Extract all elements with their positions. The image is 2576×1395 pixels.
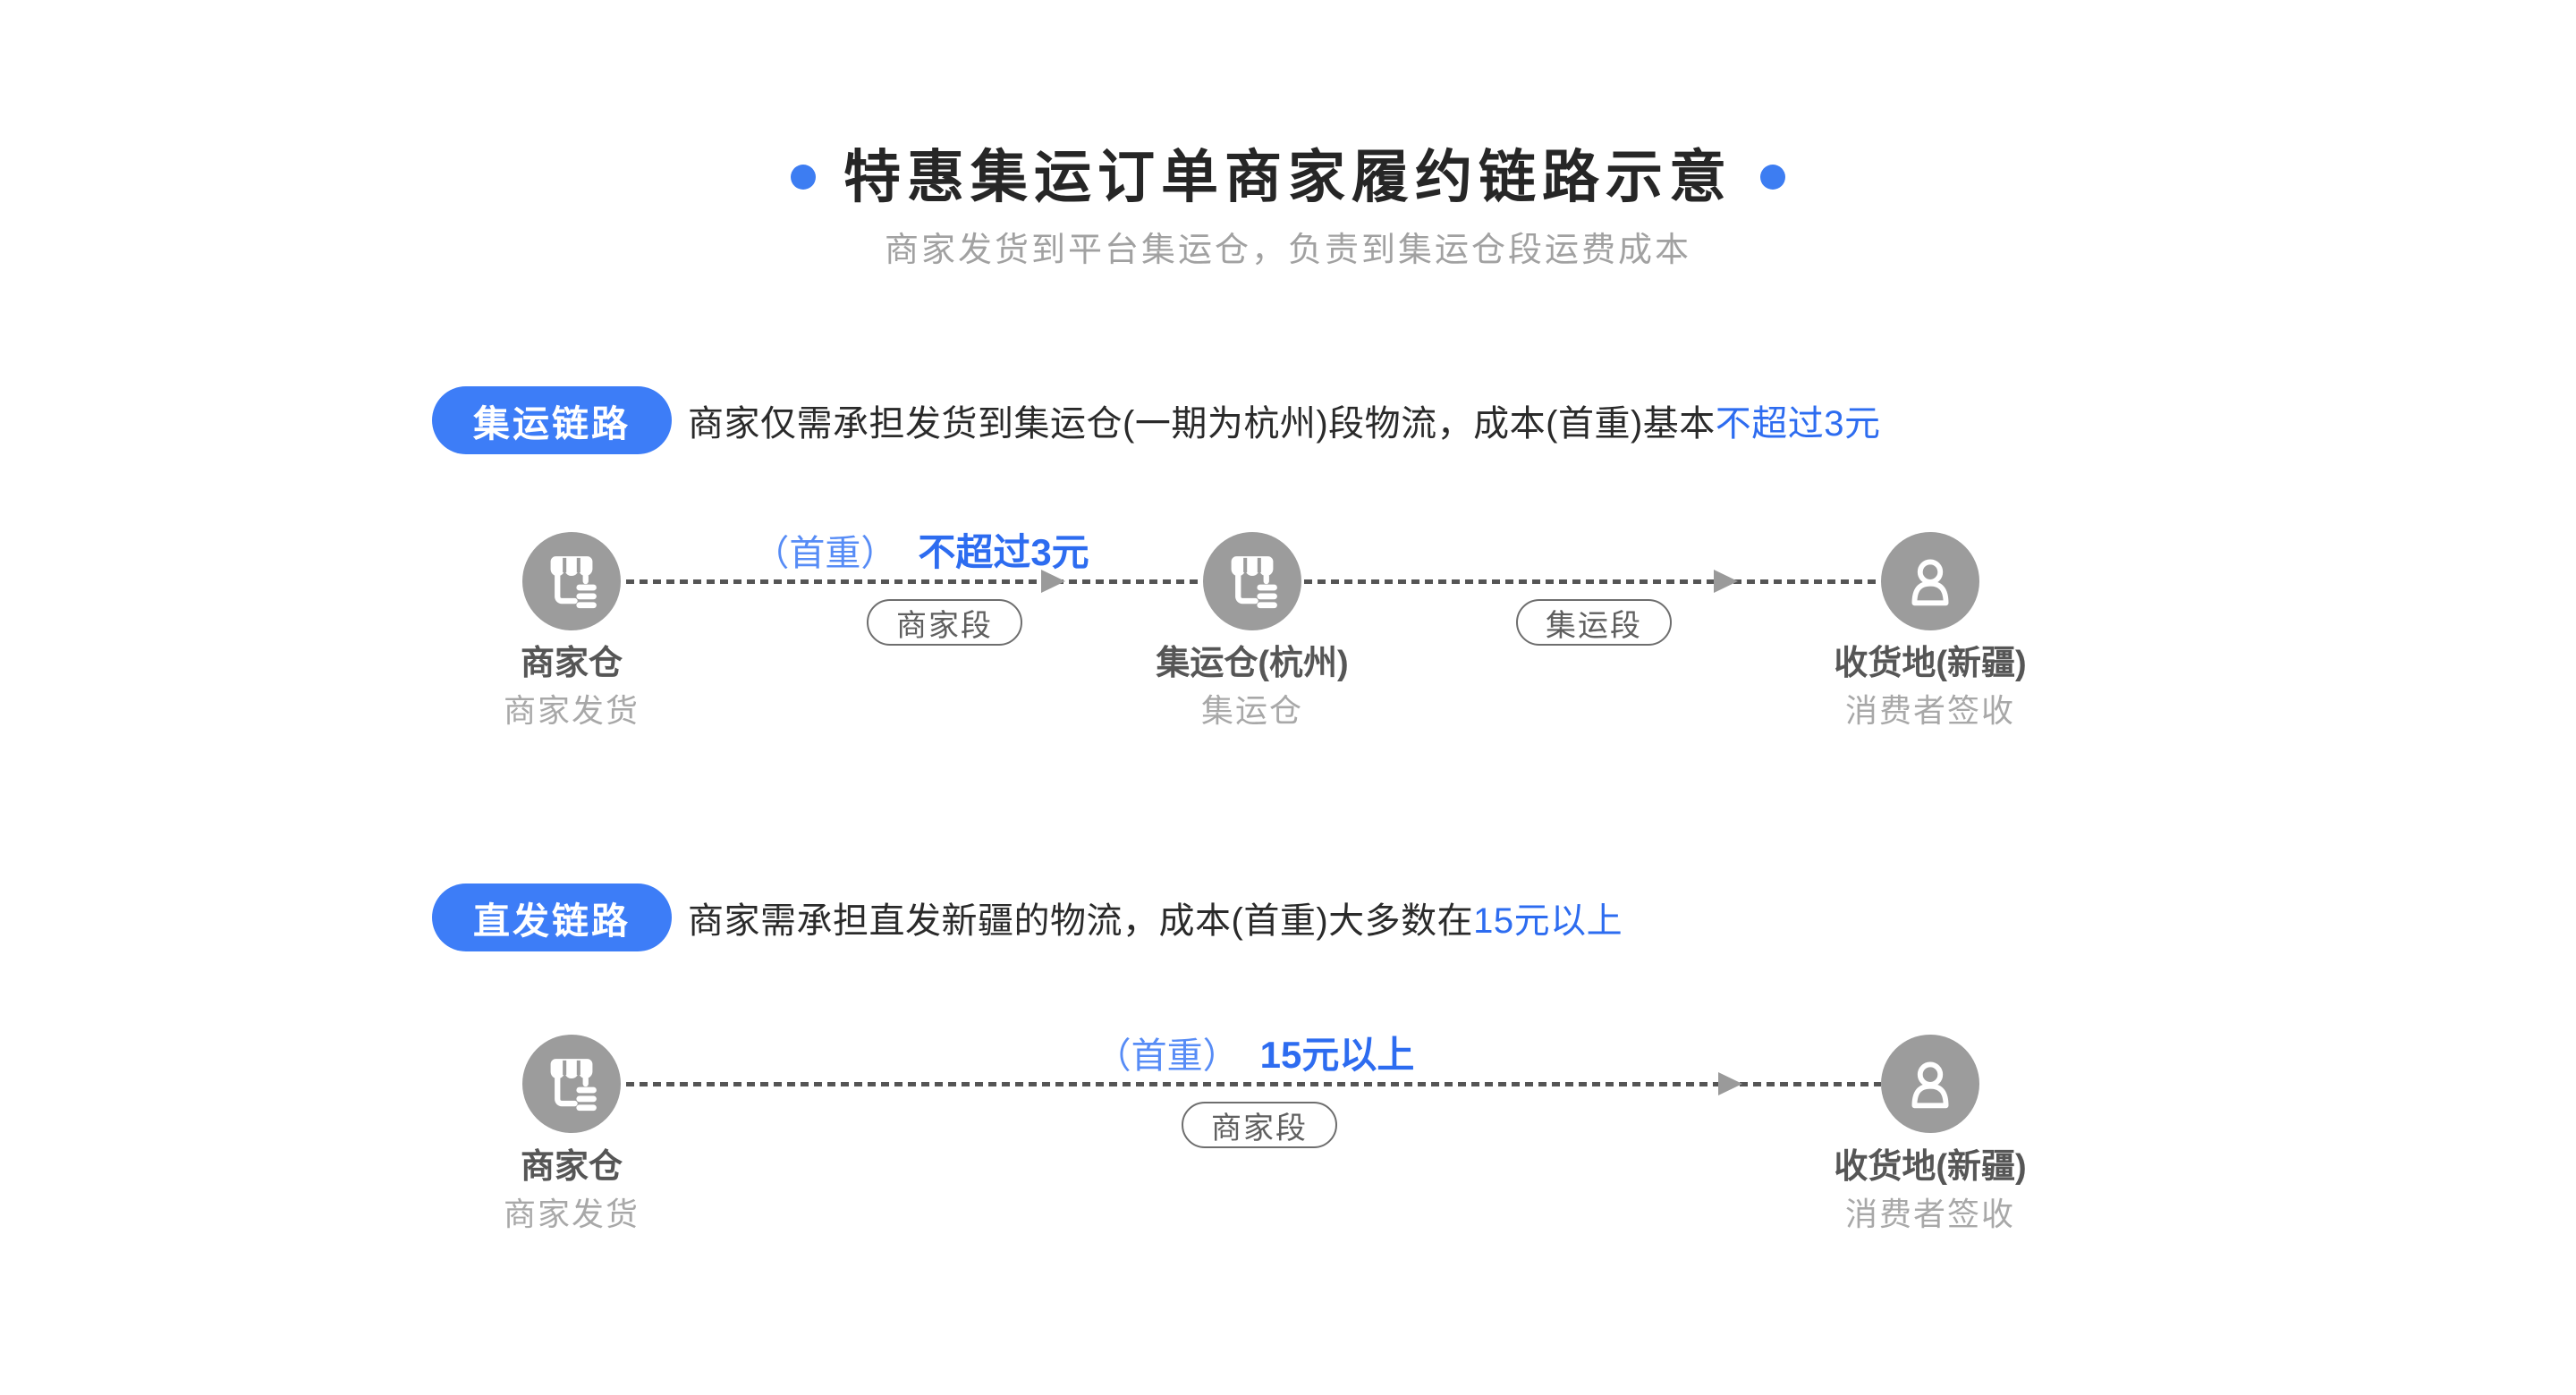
flow1-node-consolidation-warehouse [1203, 532, 1301, 630]
flow2-dashed-line-merchant-segment [626, 1082, 1881, 1086]
flow2-arrowhead-icon [1718, 1072, 1742, 1095]
page-title: 特惠集运订单商家履约链路示意 [843, 145, 1733, 209]
segment-tag-consolidation: 集运段 [1516, 599, 1672, 646]
storefront-icon [1220, 549, 1284, 613]
flow1-node-merchant-warehouse [522, 532, 621, 630]
page-subtitle: 商家发货到平台集运仓，负责到集运仓段运费成本 [884, 232, 1691, 269]
flow1-arrowhead-icon-1 [1041, 570, 1065, 593]
node-title: 收货地(新疆) [1834, 645, 2027, 682]
flow1-dashed-line-merchant-segment [626, 579, 1201, 584]
node-title: 收货地(新疆) [1834, 1148, 2027, 1186]
price-prefix: （首重） [1095, 1036, 1239, 1076]
section-desc-highlight: 15元以上 [1473, 901, 1623, 941]
flow1-node-destination [1881, 532, 1979, 630]
section-desc-highlight: 不超过3元 [1715, 404, 1881, 444]
title-dot-left-icon [791, 165, 816, 190]
node-subtitle: 集运仓 [1200, 692, 1304, 729]
price-prefix: （首重） [753, 534, 897, 573]
price-value: 15元以上 [1259, 1034, 1415, 1076]
node-subtitle: 消费者签收 [1844, 1196, 2016, 1232]
flow1-price-label: （首重） 不超过3元 [753, 522, 1089, 577]
node-title: 商家仓 [520, 1148, 623, 1186]
node-subtitle: 消费者签收 [1844, 692, 2016, 729]
section-consolidated-head: 集运链路 商家仅需承担发货到集运仓(一期为杭州)段物流，成本(首重)基本不超过3… [432, 386, 1881, 454]
flow2-node-destination [1881, 1035, 1979, 1133]
section-desc: 商家需承担直发新疆的物流，成本(首重)大多数在15元以上 [688, 892, 1623, 943]
page-title-row: 特惠集运订单商家履约链路示意 [0, 145, 2576, 209]
section-desc-plain: 商家仅需承担发货到集运仓(一期为杭州)段物流，成本(首重)基本 [688, 404, 1716, 444]
person-icon [1898, 1052, 1962, 1116]
node-title: 商家仓 [520, 645, 623, 682]
section-badge: 集运链路 [432, 386, 672, 454]
storefront-icon [539, 549, 604, 613]
node-subtitle: 商家发货 [503, 692, 640, 729]
flow1-arrowhead-icon-2 [1714, 570, 1738, 593]
node-subtitle: 商家发货 [503, 1196, 640, 1232]
section-desc: 商家仅需承担发货到集运仓(一期为杭州)段物流，成本(首重)基本不超过3元 [688, 394, 1881, 446]
segment-tag-merchant: 商家段 [867, 599, 1022, 646]
section-direct-head: 直发链路 商家需承担直发新疆的物流，成本(首重)大多数在15元以上 [432, 884, 1623, 951]
title-dot-right-icon [1760, 165, 1785, 190]
section-desc-plain: 商家需承担直发新疆的物流，成本(首重)大多数在 [688, 901, 1474, 941]
flow2-node-merchant-warehouse [522, 1035, 621, 1133]
person-icon [1898, 549, 1962, 613]
price-value: 不超过3元 [918, 531, 1089, 573]
flow2-price-label: （首重） 15元以上 [1096, 1025, 1415, 1079]
section-badge: 直发链路 [432, 884, 672, 951]
segment-tag-merchant: 商家段 [1182, 1102, 1337, 1148]
node-title: 集运仓(杭州) [1156, 645, 1349, 682]
storefront-icon [539, 1052, 604, 1116]
flow1-dashed-line-consolidation-segment [1304, 579, 1881, 584]
